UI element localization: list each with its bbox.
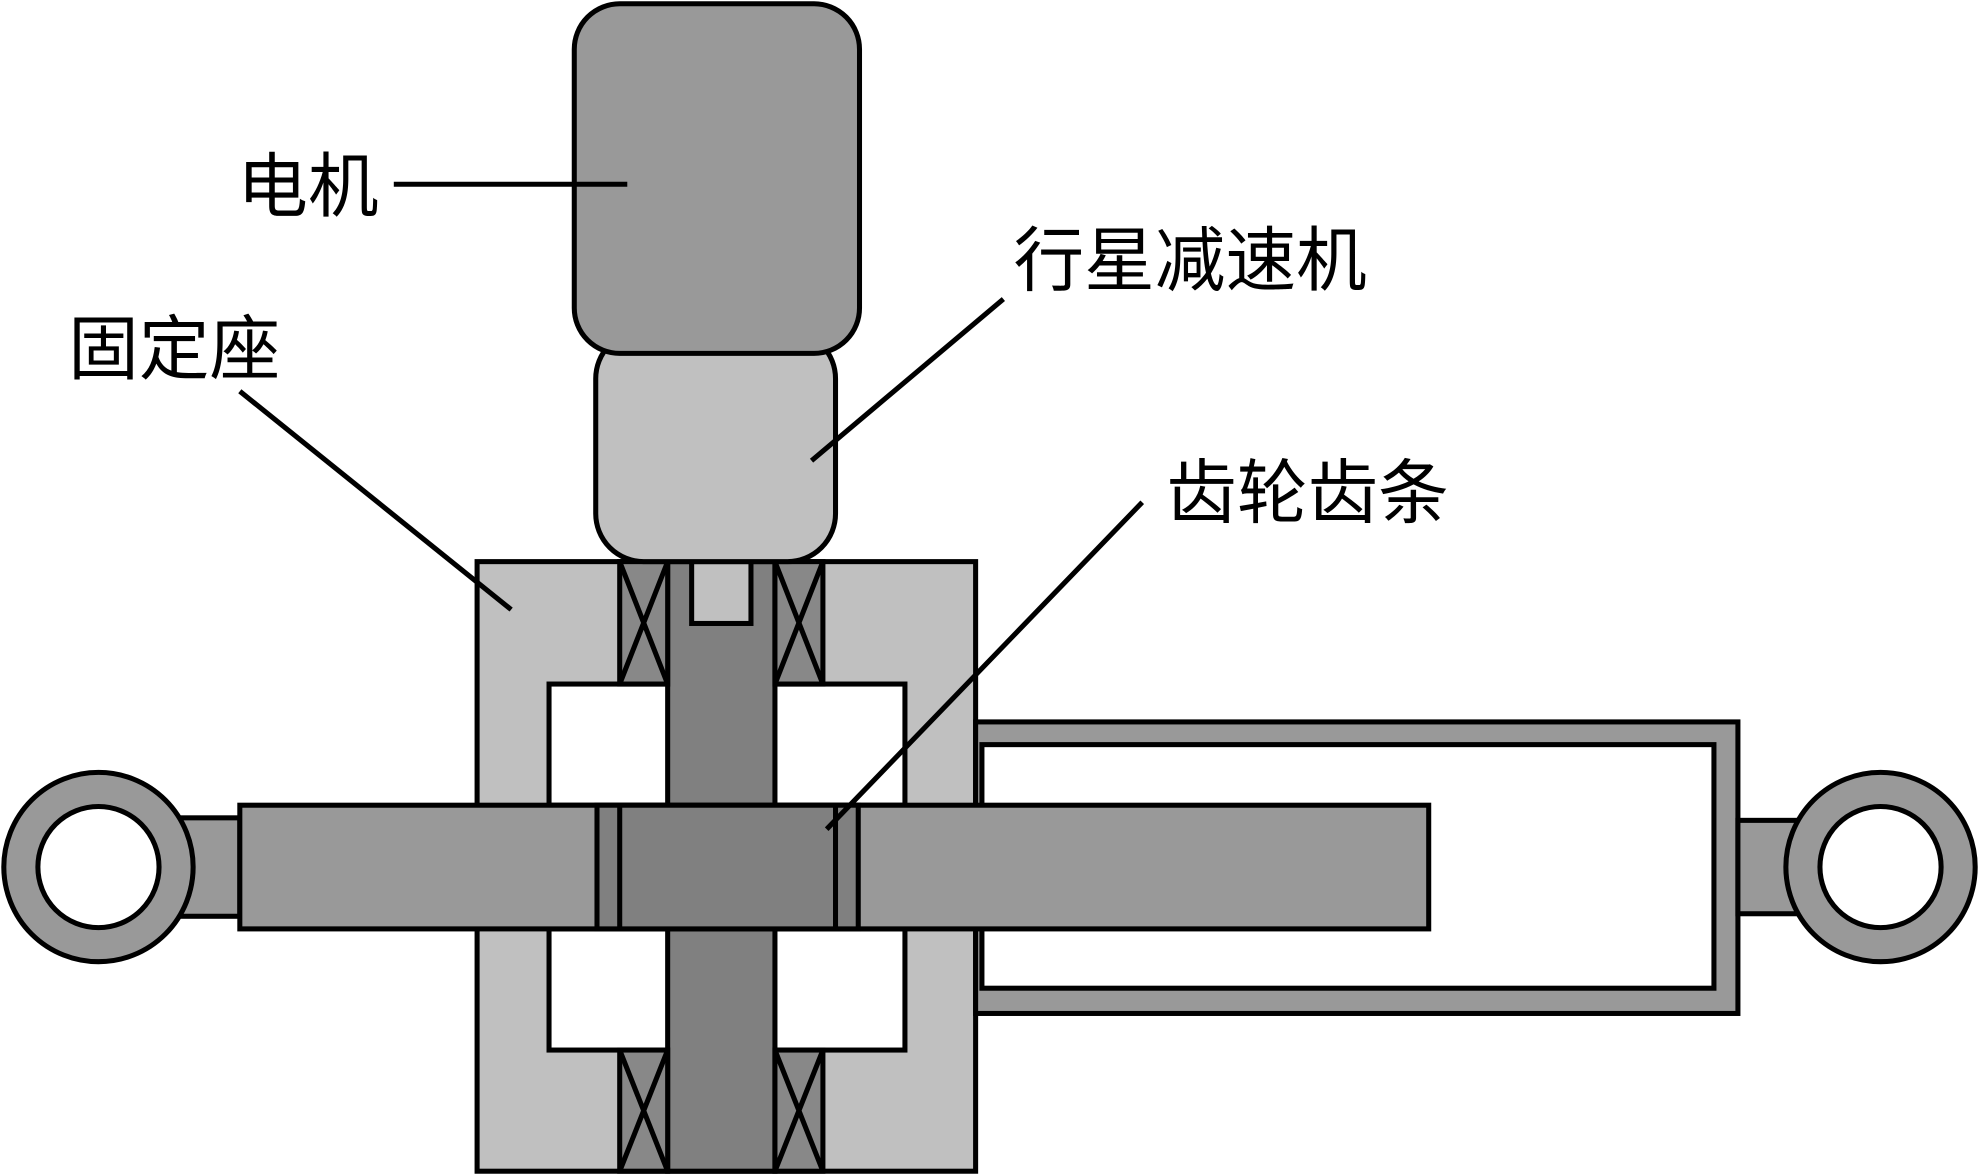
leader-seat xyxy=(238,389,513,612)
left-rod-eye xyxy=(1,769,243,965)
label-rack-pinion: 齿轮齿条 xyxy=(1166,451,1449,534)
leader-lines xyxy=(238,181,1145,831)
label-motor: 电机 xyxy=(237,145,378,228)
bearing-top-left xyxy=(617,559,671,687)
leader-reducer xyxy=(809,297,1006,463)
bearing-bottom-left xyxy=(617,1047,671,1174)
bearings xyxy=(617,559,826,1174)
motor xyxy=(571,1,863,356)
label-planetary-reducer: 行星减速机 xyxy=(1013,219,1366,302)
bearing-top-right xyxy=(772,559,826,687)
planetary-reducer xyxy=(593,328,839,565)
pinion-gear xyxy=(594,802,861,932)
leader-rack-pinion xyxy=(824,500,1145,831)
label-fixed-seat: 固定座 xyxy=(68,308,280,391)
bearing-bottom-right xyxy=(772,1047,826,1174)
right-rod-eye xyxy=(1735,769,1978,965)
